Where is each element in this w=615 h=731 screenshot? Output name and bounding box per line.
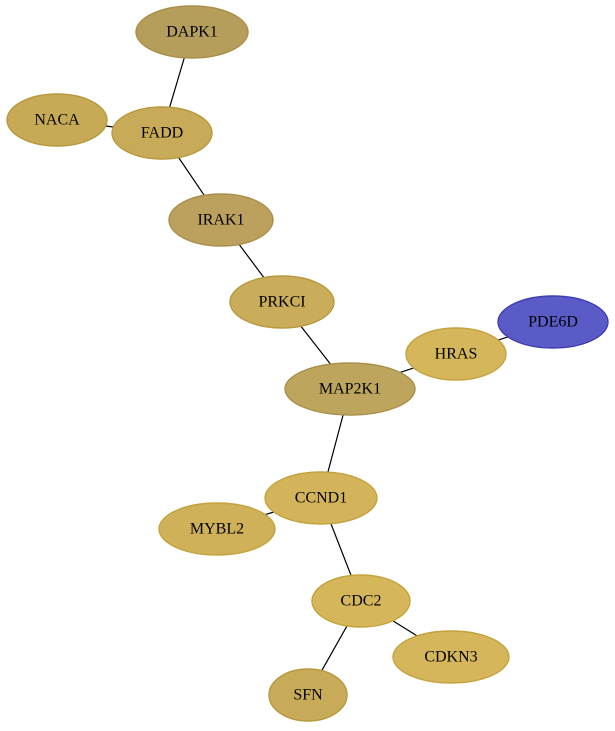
- edge-fadd-irak1: [178, 157, 205, 196]
- node-prkci: PRKCI: [229, 275, 335, 329]
- edge-map2k1-ccnd1: [327, 414, 344, 473]
- node-label: HRAS: [435, 346, 478, 363]
- edge-map2k1-hras: [399, 367, 414, 373]
- edge-ccnd1-cdc2: [330, 523, 352, 576]
- node-cdc2: CDC2: [311, 574, 411, 628]
- edge-cdc2-cdkn3: [392, 620, 418, 637]
- node-ccnd1: CCND1: [264, 471, 378, 525]
- node-ellipse: [135, 5, 249, 59]
- node-irak1: IRAK1: [168, 193, 274, 247]
- node-ellipse: [392, 630, 510, 684]
- node-ellipse: [405, 327, 507, 381]
- node-dapk1: DAPK1: [135, 5, 249, 59]
- node-label: FADD: [141, 125, 183, 142]
- node-naca: NACA: [6, 93, 108, 147]
- edge-naca-fadd: [105, 125, 114, 128]
- node-label: PDE6D: [528, 314, 578, 331]
- edge-hras-pde6d: [498, 336, 509, 341]
- edge-prkci-map2k1: [300, 325, 332, 365]
- node-map2k1: MAP2K1: [284, 362, 416, 416]
- node-label: PRKCI: [258, 294, 305, 311]
- node-label: MYBL2: [190, 521, 244, 538]
- node-ellipse: [497, 295, 609, 349]
- edge-layer: [105, 57, 509, 671]
- node-ellipse: [264, 471, 378, 525]
- node-label: DAPK1: [166, 24, 218, 41]
- node-ellipse: [111, 106, 213, 160]
- node-fadd: FADD: [111, 106, 213, 160]
- node-cdkn3: CDKN3: [392, 630, 510, 684]
- node-label: SFN: [293, 687, 323, 704]
- node-mybl2: MYBL2: [158, 502, 276, 556]
- edge-dapk1-fadd: [169, 57, 185, 108]
- node-label: CCND1: [295, 490, 347, 507]
- node-ellipse: [158, 502, 276, 556]
- node-ellipse: [229, 275, 335, 329]
- node-label: MAP2K1: [319, 381, 381, 398]
- edge-cdc2-sfn: [321, 625, 348, 671]
- node-sfn: SFN: [268, 668, 348, 722]
- node-ellipse: [6, 93, 108, 147]
- node-ellipse: [284, 362, 416, 416]
- node-hras: HRAS: [405, 327, 507, 381]
- node-label: IRAK1: [197, 212, 244, 229]
- edge-ccnd1-mybl2: [265, 511, 275, 516]
- node-ellipse: [268, 668, 348, 722]
- node-ellipse: [311, 574, 411, 628]
- edge-irak1-prkci: [238, 244, 265, 278]
- node-pde6d: PDE6D: [497, 295, 609, 349]
- node-label: CDKN3: [424, 649, 477, 666]
- node-label: NACA: [34, 112, 80, 129]
- node-label: CDC2: [341, 593, 382, 610]
- node-ellipse: [168, 193, 274, 247]
